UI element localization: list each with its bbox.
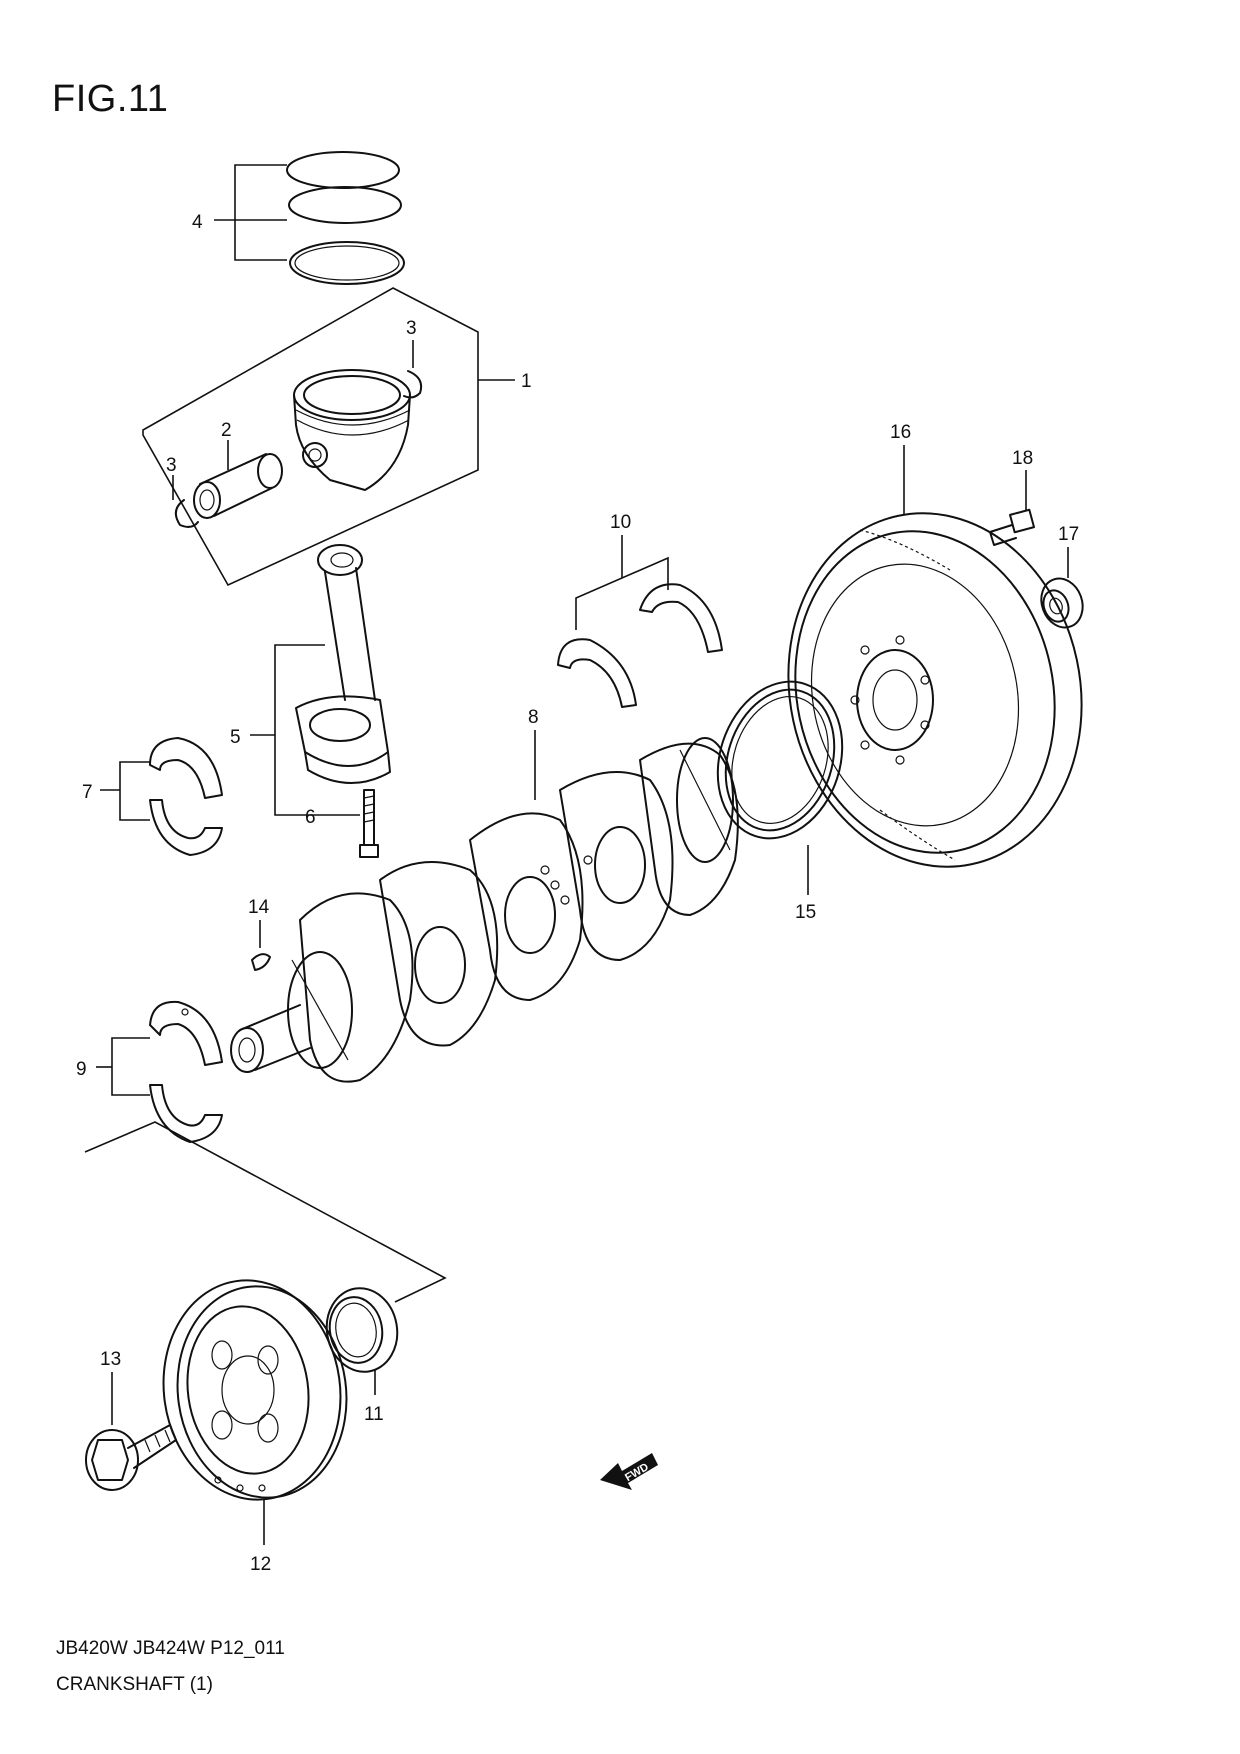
thrust-bearings[interactable]: [557, 583, 723, 708]
callout-8: 8: [528, 707, 539, 728]
callout-17: 17: [1058, 524, 1079, 545]
callout-18: 18: [1012, 448, 1033, 469]
crankshaft-pulley[interactable]: [150, 1269, 360, 1511]
callout-6: 6: [305, 807, 316, 828]
callout-leader-9: [111, 1037, 150, 1096]
callout-leader-4: [214, 164, 287, 261]
callout-leader-5: [274, 644, 325, 816]
connecting-rod-bearings[interactable]: [149, 737, 223, 856]
piston-pin-clip-right[interactable]: [403, 370, 423, 399]
piston-rings[interactable]: [286, 151, 405, 285]
callout-2: 2: [221, 420, 232, 441]
crankshaft[interactable]: [230, 737, 739, 1083]
connecting-rod-bolt[interactable]: [359, 789, 379, 858]
callout-15: 15: [795, 902, 816, 923]
front-oil-seal[interactable]: [320, 1283, 404, 1378]
callout-5: 5: [230, 727, 241, 748]
rear-oil-seal[interactable]: [698, 665, 862, 854]
callout-9: 9: [76, 1059, 87, 1080]
fwd-arrow-label: FWD: [623, 1461, 651, 1484]
callout-16: 16: [890, 422, 911, 443]
callout-12: 12: [250, 1554, 271, 1575]
figure-caption: CRANKSHAFT (1): [56, 1674, 213, 1695]
flywheel-bolt[interactable]: [989, 508, 1035, 546]
pilot-bearing[interactable]: [1035, 573, 1090, 634]
piston-pin[interactable]: [193, 453, 283, 519]
callout-3-left: 3: [166, 455, 177, 476]
callout-11: 11: [364, 1404, 384, 1425]
callout-4: 4: [192, 212, 203, 233]
callout-10: 10: [610, 512, 631, 533]
piston[interactable]: [293, 369, 411, 491]
callout-14: 14: [248, 897, 270, 918]
callout-1: 1: [521, 371, 532, 392]
callout-13: 13: [100, 1349, 121, 1370]
crankshaft-pulley-bolt[interactable]: [85, 1424, 177, 1491]
flywheel[interactable]: [756, 486, 1114, 895]
drawing-code: JB420W JB424W P12_011: [56, 1638, 285, 1659]
main-bearings[interactable]: [149, 1000, 223, 1143]
fwd-arrow-icon: FWD: [600, 1453, 658, 1490]
figure-title: FIG.11: [52, 78, 169, 120]
woodruff-key[interactable]: [251, 953, 271, 971]
callout-7: 7: [82, 782, 93, 803]
connecting-rod[interactable]: [295, 544, 391, 784]
piston-assembly-frame: [142, 287, 479, 587]
piston-pin-clip-left[interactable]: [174, 499, 199, 528]
callout-3-right: 3: [406, 318, 417, 339]
callout-leader-7: [119, 761, 150, 821]
front-group-frame: [84, 1121, 447, 1303]
